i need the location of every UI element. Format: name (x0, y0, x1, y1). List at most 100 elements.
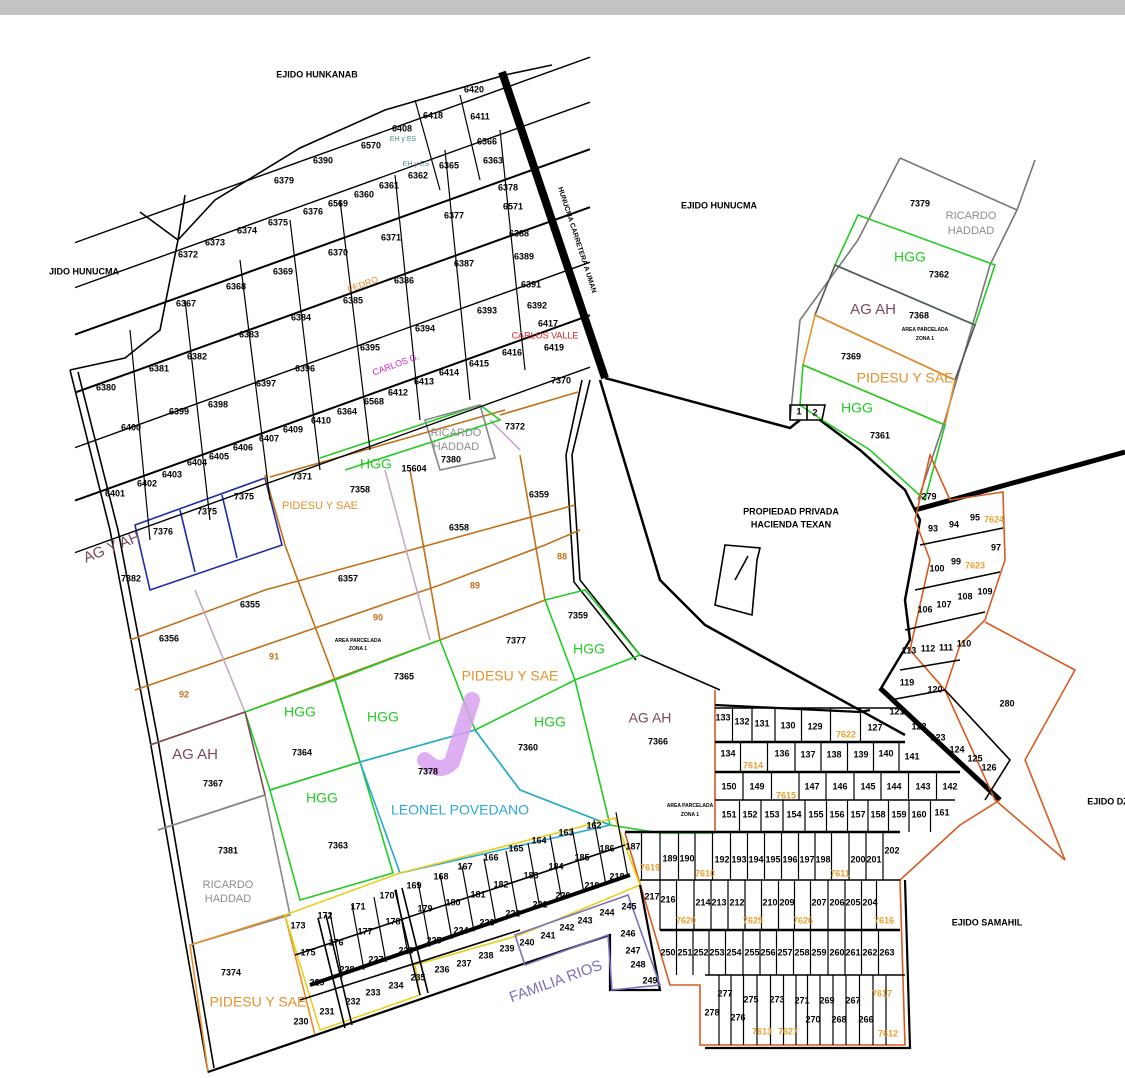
parcel-number: 133 (715, 712, 730, 722)
parcel-number: 137 (800, 749, 815, 759)
parcel-number: 6409 (283, 424, 303, 434)
parcel-number: 157 (850, 809, 865, 819)
parcel-number: 15604 (401, 463, 426, 473)
parcel-number: 7370 (551, 375, 571, 385)
parcel-number: 6391 (521, 279, 541, 289)
parcel-number: 268 (831, 1014, 846, 1024)
parcel-number: 1 (796, 406, 801, 416)
parcel-number: 7362 (929, 269, 949, 279)
parcel-number: 6372 (178, 249, 198, 259)
ne-small-grid (889, 527, 1012, 801)
parcel-number: 229 (309, 977, 324, 987)
parcel-number: 6385 (343, 295, 363, 305)
parcel-number: 139 (853, 749, 868, 759)
parcel-number: 156 (829, 809, 844, 819)
block-divider (394, 174, 421, 421)
se-block-outline (624, 690, 1001, 1046)
owner-label: HGG (284, 704, 316, 720)
parcel-number-colored: 7627 (778, 1026, 798, 1036)
parcel-number: 6416 (502, 347, 522, 357)
parcel-number-colored: 7619 (640, 862, 660, 872)
parcel-number: 6403 (162, 469, 182, 479)
strip-divider (549, 835, 563, 901)
parcel-number: 276 (730, 1012, 745, 1022)
orange-grid (129, 391, 581, 746)
parcel-number: 253 (709, 947, 724, 957)
parcel-number: 246 (620, 928, 635, 938)
parcel-number: 224 (453, 925, 468, 935)
parcel-number: 239 (499, 943, 514, 953)
parcel-number: 6389 (514, 251, 534, 261)
parcel-number: 7358 (350, 484, 370, 494)
parcel-number: 254 (726, 947, 741, 957)
strip-divider (395, 889, 409, 955)
parcel-number: 150 (721, 781, 736, 791)
parcel-number: 261 (845, 947, 860, 957)
parcel-number: 242 (559, 922, 574, 932)
parcel-number: 7361 (870, 430, 890, 440)
parcel-number: 165 (508, 843, 523, 853)
parcel-number: 6381 (149, 363, 169, 373)
parcel-number: 263 (879, 947, 894, 957)
parcel-number: 231 (319, 1006, 334, 1016)
parcel-number: 247 (625, 945, 640, 955)
parcel-number: 146 (832, 781, 847, 791)
parcel-93-block (909, 452, 1006, 692)
parcel-number: 129 (807, 721, 822, 731)
parcel-number: 153 (764, 809, 779, 819)
area-parcelada-2-zone: ZONA 1 (916, 336, 934, 342)
owner-label: AG AH (172, 746, 218, 763)
parcel-number: 6380 (96, 382, 116, 392)
parcel-number-colored: 7615 (776, 790, 796, 800)
parcel-number: 7365 (394, 671, 414, 681)
owner-label: CARLOS G. (371, 351, 420, 377)
region-ejido-hunkanab: EJIDO HUNKANAB (276, 69, 358, 79)
parcel-280-block (944, 621, 1077, 861)
parcel-number: 106 (917, 604, 932, 614)
parcel-number: 245 (621, 901, 636, 911)
parcel-number: 244 (599, 907, 614, 917)
parcel-number: 6366 (477, 136, 497, 146)
hgg-7363 (269, 760, 394, 901)
parcel-number: 168 (433, 871, 448, 881)
parcel-number: 217 (644, 891, 659, 901)
hacienda-boundary (598, 376, 906, 737)
owner-label: HGG (360, 456, 392, 472)
parcel-number-colored: 91 (269, 651, 279, 661)
parcel-number: 7374 (221, 967, 241, 977)
parcel-number: 6375 (268, 217, 288, 227)
block-divider (184, 299, 211, 521)
parcel-number: 138 (826, 749, 841, 759)
parcel-number: 134 (720, 748, 735, 758)
owner-label: PIDESU Y SAE (210, 994, 307, 1010)
parcel-number: 192 (714, 854, 729, 864)
parcel-number: 162 (586, 820, 601, 830)
parcel-number: 95 (970, 512, 980, 522)
parcel-number: 6398 (208, 399, 228, 409)
owner-label: CARLOS VALLE (512, 330, 579, 340)
parcel-number: 176 (328, 937, 343, 947)
parcel-number: 147 (804, 781, 819, 791)
owner-label: HADDAD (205, 893, 252, 905)
parcel-number: 2 (812, 407, 817, 417)
parcel-number-colored: 7626 (793, 915, 813, 925)
owner-label: PIDESU Y SAE (282, 500, 358, 512)
parcel-number: 6356 (159, 633, 179, 643)
parcel-number: 122 (911, 721, 926, 731)
parcel-number: 151 (721, 809, 736, 819)
hacienda-label-1: PROPIEDAD PRIVADA (743, 506, 839, 516)
lot-7375-block (134, 476, 283, 592)
parcel-number: 190 (679, 853, 694, 863)
parcel-number-colored: 92 (179, 689, 189, 699)
parcel-number: 6571 (503, 201, 523, 211)
parcel-number: 6383 (239, 329, 259, 339)
parcel-number: 251 (677, 947, 692, 957)
parcel-number: 6412 (388, 387, 408, 397)
block-divider (414, 99, 441, 191)
owner-label: PIDESU Y SAE (857, 370, 954, 386)
parcel-number: 6388 (509, 228, 529, 238)
strip-south-boundary (207, 884, 662, 1074)
ricardo-north (423, 404, 497, 471)
parcel-number: 158 (870, 809, 885, 819)
